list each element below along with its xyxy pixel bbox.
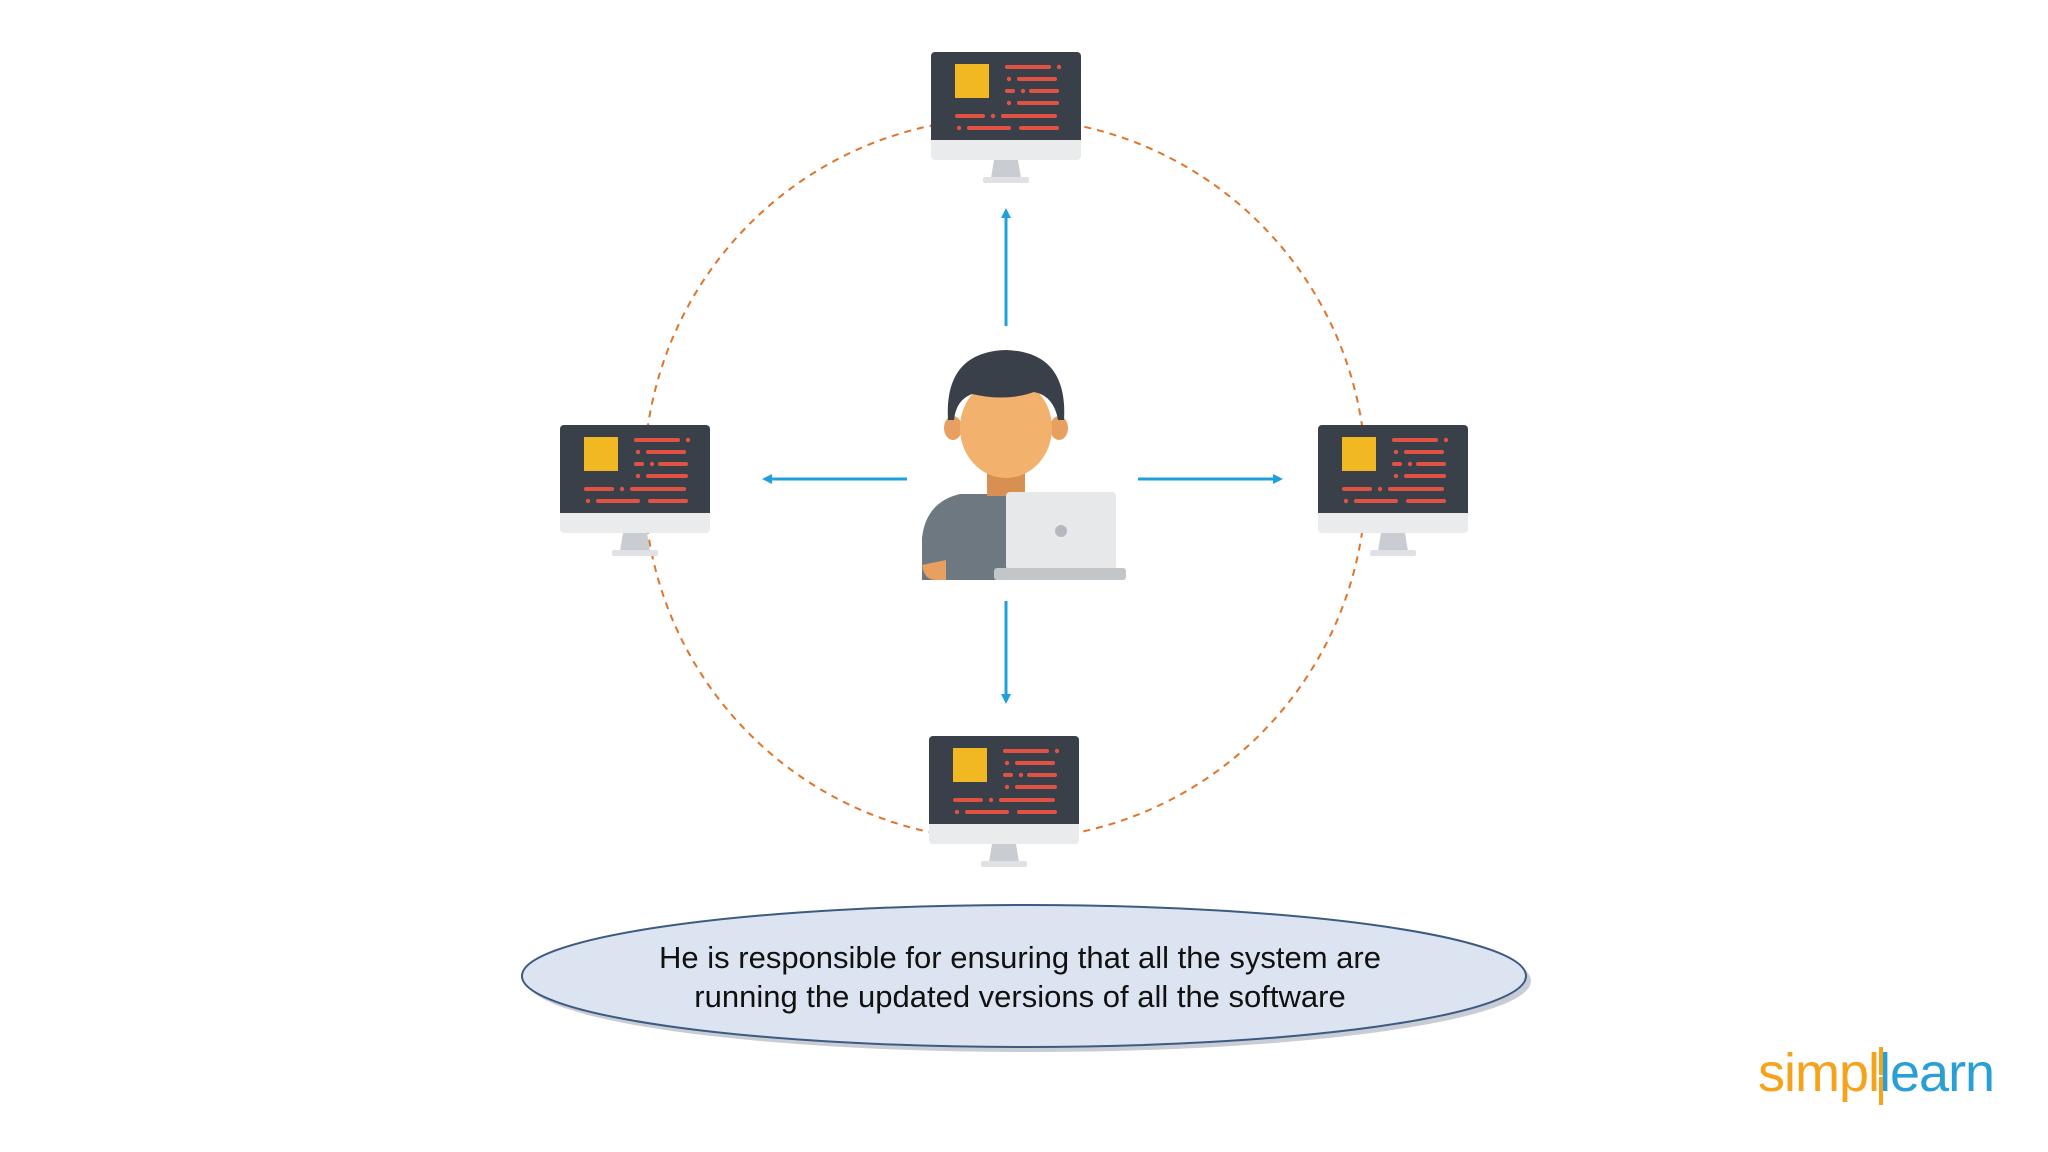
caption-bubble — [521, 904, 1527, 1048]
monitor-icon — [560, 425, 710, 556]
monitor-icon — [929, 736, 1079, 867]
monitor-icon — [931, 52, 1081, 183]
monitor-icon — [1318, 425, 1468, 556]
caption-line-1: He is responsible for ensuring that all … — [659, 940, 1381, 975]
caption-text: He is responsible for ensuring that all … — [560, 938, 1480, 1016]
person-with-laptop-icon — [922, 350, 1126, 580]
caption-line-2: running the updated versions of all the … — [694, 979, 1346, 1014]
